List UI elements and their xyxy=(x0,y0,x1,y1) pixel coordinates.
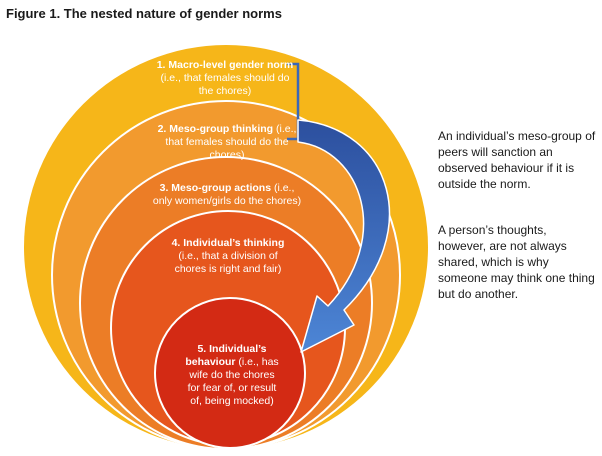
level-3-label: 3. Meso-group actions (i.e., only women/… xyxy=(152,182,302,207)
note-paragraph-1: An individual’s meso-group of peers will… xyxy=(438,129,596,191)
note-paragraph-2: A person’s thoughts, however, are not al… xyxy=(438,223,595,301)
level-1-label: 1. Macro-level gender norm (i.e., that f… xyxy=(156,59,294,97)
curved-arrow xyxy=(297,119,391,353)
circle-level-5 xyxy=(154,297,306,449)
level-5-label: 5. Individual’s behaviour (i.e., has wif… xyxy=(185,343,279,407)
level-2-label: 2. Meso-group thinking (i.e., that femal… xyxy=(157,123,297,161)
figure-title: Figure 1. The nested nature of gender no… xyxy=(6,6,282,21)
bracket-connector xyxy=(287,62,300,141)
level-4-label: 4. Individual’s thinking (i.e., that a d… xyxy=(171,237,285,275)
